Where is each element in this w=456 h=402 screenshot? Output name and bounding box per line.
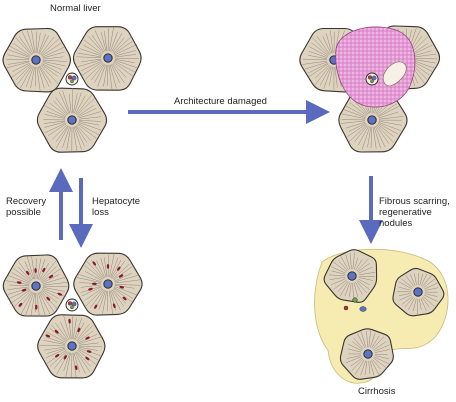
nodule-bottom: [339, 328, 394, 380]
central-vein-icon: [31, 55, 41, 65]
necrosis-spot: [118, 274, 124, 278]
nodule-right: [392, 267, 445, 317]
label-cirrhosis: Cirrhosis: [358, 386, 396, 397]
necrosis-spot: [42, 267, 46, 273]
central-vein-icon: [31, 281, 41, 291]
necrosis-spot: [45, 334, 51, 338]
necrosis-spot: [85, 336, 90, 340]
necrosis-spot: [18, 302, 23, 307]
necrosis-spot: [74, 365, 78, 371]
necrosis-spot: [54, 329, 59, 334]
lobule-left: [2, 254, 70, 317]
central-vein-icon: [103, 279, 113, 289]
central-vein-icon: [367, 115, 377, 125]
central-vein-icon: [67, 115, 77, 125]
necrosis-spot: [92, 282, 97, 286]
hepatocyte-loss-lobules: [2, 252, 143, 379]
necrosis-spot: [48, 274, 54, 279]
inflammation-area: [335, 26, 416, 108]
necrosis-spot: [85, 356, 90, 361]
central-vein-icon: [413, 287, 423, 297]
necrosis-spot: [119, 285, 125, 289]
portal-tract-icon: [65, 72, 79, 86]
portal-vein-icon: [359, 306, 367, 312]
hepatic-artery-icon: [343, 305, 349, 311]
label-recovery-possible: Recovery possible: [6, 196, 47, 218]
portal-tract-icon: [65, 298, 79, 312]
label-architecture-damaged: Architecture damaged: [174, 96, 267, 107]
necrosis-spot: [112, 303, 116, 309]
necrosis-spot: [117, 266, 121, 271]
central-vein-icon: [103, 53, 113, 63]
normal-liver-lobules: [2, 26, 142, 153]
central-vein-icon: [363, 349, 373, 359]
portal-tract-icon: [365, 72, 379, 86]
nodule-left: [323, 249, 378, 303]
lobule-right: [72, 26, 142, 91]
lobule-left: [2, 27, 71, 93]
lobule-right: [73, 252, 143, 316]
damaged-space: [382, 61, 407, 87]
necrosis-spot: [34, 268, 37, 273]
necrosis-spot: [68, 318, 71, 324]
necrosis-spot: [21, 288, 27, 292]
necrosis-spot: [26, 270, 30, 276]
necrosis-spot: [55, 354, 60, 358]
lobule-bottom: [37, 314, 106, 379]
necrosis-spot: [86, 350, 92, 353]
necrosis-spot: [94, 304, 98, 309]
necrosis-spot: [16, 281, 22, 284]
damaged-liver-lobules: [299, 25, 441, 153]
central-vein-icon: [347, 271, 357, 281]
lobule-bottom: [36, 87, 108, 153]
label-hepatocyte-loss: Hepatocyte loss: [92, 196, 141, 218]
necrosis-spot: [57, 292, 63, 296]
necrosis-spot: [35, 304, 38, 310]
label-normal-liver: Normal liver: [50, 3, 101, 14]
necrosis-spot: [106, 264, 110, 269]
label-fibrous-scarring: Fibrous scarring, regenerative nodules: [379, 196, 450, 229]
bile-duct-icon: [352, 297, 358, 303]
arrows: [49, 100, 383, 248]
central-vein-icon: [67, 341, 77, 351]
necrosis-spot: [46, 296, 51, 301]
necrosis-spot: [88, 287, 93, 291]
cirrhosis-nodules: [314, 248, 449, 384]
necrosis-spot: [77, 327, 81, 333]
necrosis-spot: [63, 355, 67, 360]
necrosis-spot: [122, 296, 127, 301]
necrosis-spot: [92, 261, 96, 266]
